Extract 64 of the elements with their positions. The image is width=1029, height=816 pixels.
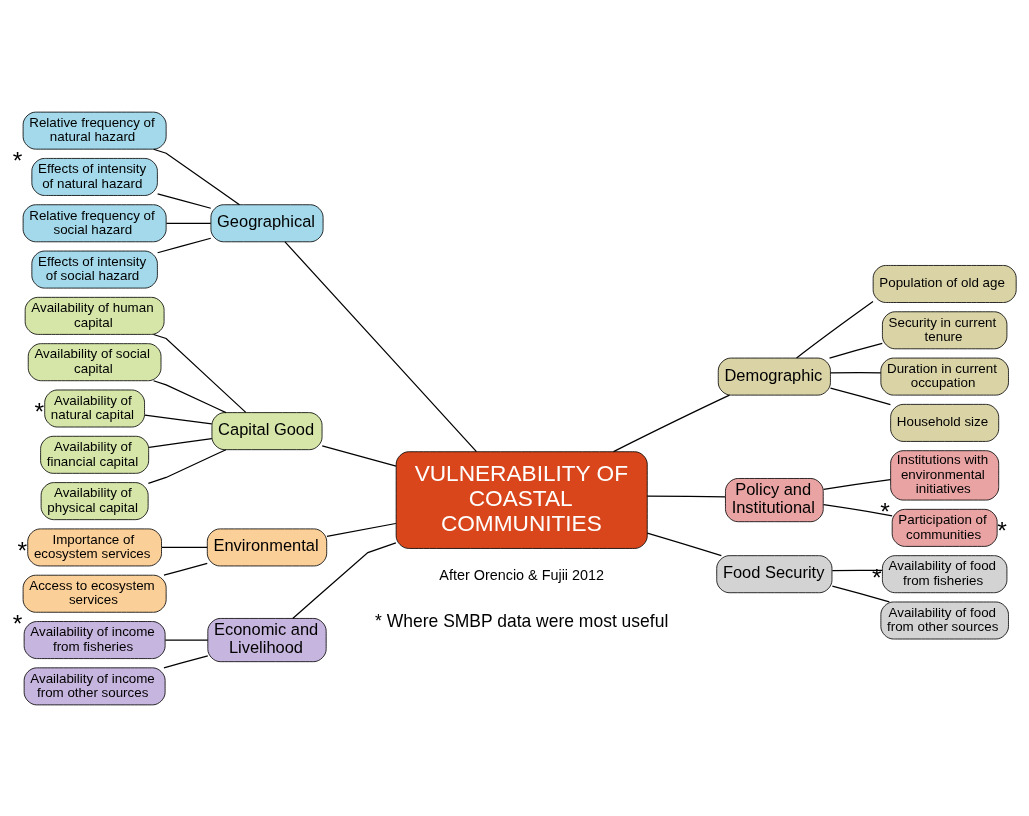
node-label: * [12, 609, 23, 637]
node-box: Availability of natural capital [44, 389, 145, 427]
node-box: VULNERABILITY OF COASTAL COMMUNITIES [395, 450, 648, 549]
connector [161, 546, 208, 548]
node-box: Household size [890, 403, 1000, 442]
connector [163, 654, 209, 668]
connector [152, 148, 241, 205]
connector [321, 444, 397, 467]
node-box: Population of old age [872, 264, 1017, 303]
node-label: * [12, 146, 23, 174]
node-label: * [880, 497, 890, 525]
node-box: Availability of social capital [27, 342, 162, 381]
connector [148, 437, 213, 448]
connector [646, 531, 722, 556]
connector [612, 394, 731, 452]
node-box: Availability of physical capital [40, 481, 149, 520]
connector [152, 379, 227, 413]
connector [822, 478, 891, 490]
connector [152, 333, 247, 413]
node-box: Demographic [717, 357, 831, 396]
node-box: Relative frequency of social hazard [22, 203, 167, 242]
connector [157, 237, 212, 253]
node-box: Availability of human capital [24, 296, 165, 335]
connector [829, 387, 892, 405]
connector [822, 503, 893, 516]
node-label: * [34, 397, 45, 425]
node-box: Geographical [210, 203, 324, 242]
connector [646, 495, 726, 498]
connector [144, 413, 213, 425]
node-box: Economic and Livelihood [207, 617, 327, 662]
label: * Where SMBP data were most useful [375, 610, 669, 631]
node-box: Effects of intensity of social hazard [31, 250, 158, 288]
node-box: Access to ecosystem services [22, 574, 167, 613]
node-box: Availability of income from other sources [23, 666, 166, 705]
node-box: Relative frequency of natural hazard [22, 111, 167, 150]
label: After Orencio & Fujii 2012 [439, 566, 605, 583]
connector [829, 371, 882, 374]
node-box: Availability of food from other sources [880, 601, 1009, 639]
node-box: Duration in current occupation [880, 357, 1009, 396]
connector [326, 522, 397, 537]
node-box: Policy and Institutional [725, 477, 824, 522]
node-box: Security in current tenure [882, 310, 1008, 349]
connector [284, 240, 478, 452]
node-box: Environmental [206, 528, 328, 566]
connector [157, 192, 212, 209]
node-label: * [997, 516, 1007, 544]
node-box: Availability of food from fisheries [882, 554, 1008, 593]
connector [165, 222, 212, 224]
node-box: Effects of intensity of natural hazard [31, 157, 158, 196]
connector [163, 562, 208, 576]
node-box: Participation of communities [891, 508, 998, 547]
connector [795, 300, 874, 359]
node-box: Availability of financial capital [40, 435, 150, 474]
node-label: * [17, 536, 28, 564]
node-box: Institutions with environmental initiatives [890, 449, 1000, 500]
node-box: Food Security [716, 554, 833, 593]
node-box: Capital Good [211, 411, 323, 450]
connector [147, 448, 227, 484]
connector [164, 638, 209, 641]
connector [292, 541, 397, 619]
node-box: Importance of ecosystem services [27, 528, 162, 566]
node-box: Availability of income from fisheries [23, 620, 166, 659]
connector [828, 342, 883, 359]
connector [831, 569, 883, 571]
